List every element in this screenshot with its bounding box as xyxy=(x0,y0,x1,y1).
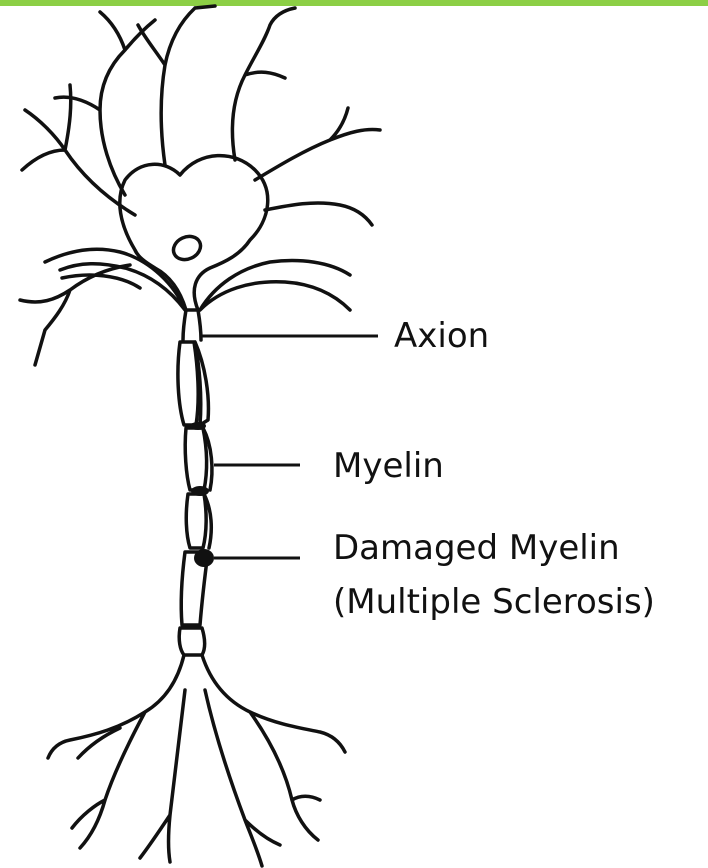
nucleus xyxy=(170,232,205,264)
node-2 xyxy=(191,486,209,496)
axon-terminal xyxy=(48,655,345,866)
myelin-segment-1 xyxy=(178,342,198,425)
node-1 xyxy=(190,422,206,430)
label-multiple-sclerosis: (Multiple Sclerosis) xyxy=(333,582,655,622)
dendrite-left-lower xyxy=(20,265,130,365)
dendrite-upper-middle xyxy=(138,6,215,165)
myelin-segment-8 xyxy=(179,628,204,655)
myelin-segment-3 xyxy=(185,428,206,490)
dendrite-upper-left xyxy=(22,12,155,215)
label-axon: Axion xyxy=(394,316,489,356)
dendrite-upper-right xyxy=(232,8,380,225)
label-myelin: Myelin xyxy=(333,446,444,486)
label-damaged-myelin: Damaged Myelin xyxy=(333,528,620,568)
node-damaged xyxy=(194,549,214,567)
myelin-segment-5 xyxy=(186,494,206,548)
axon-hillock xyxy=(183,310,201,340)
